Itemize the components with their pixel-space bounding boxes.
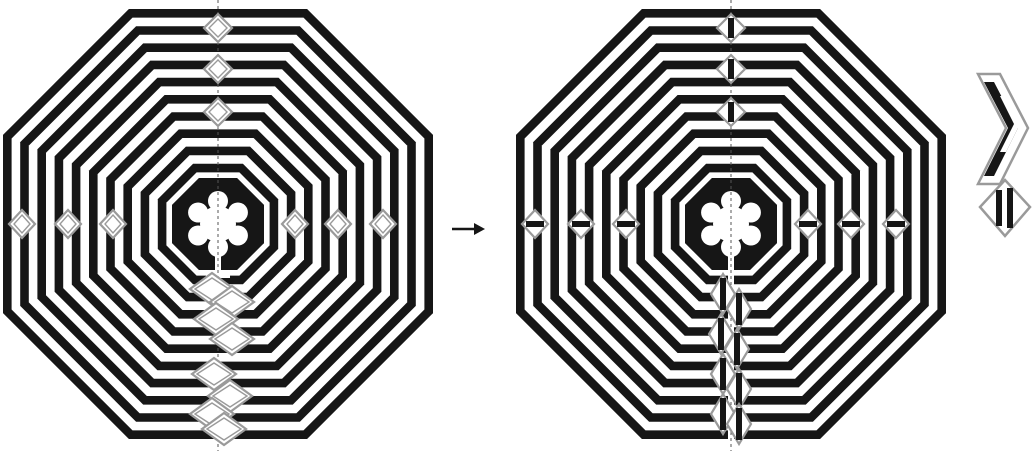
labyrinth-before bbox=[3, 0, 433, 451]
labyrinth-after bbox=[516, 0, 946, 451]
arrow-right-icon bbox=[452, 223, 485, 235]
legend-glyphs bbox=[978, 74, 1030, 236]
diamond-junction-icon bbox=[980, 180, 1030, 236]
chevron-junction-icon bbox=[978, 74, 1028, 184]
